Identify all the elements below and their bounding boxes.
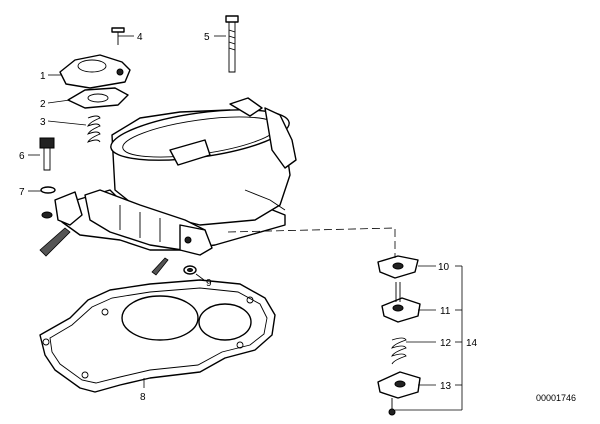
- callout-5: 5: [204, 32, 210, 43]
- leader-lines: [28, 35, 463, 411]
- gasket: [39, 279, 276, 393]
- long-screw: [225, 15, 239, 73]
- callout-4: 4: [137, 32, 143, 43]
- callout-2: 2: [40, 99, 46, 110]
- cover-assembly: [59, 27, 131, 143]
- callout-1: 1: [40, 71, 46, 82]
- carburettor-body: [39, 97, 297, 276]
- washer: [40, 186, 56, 219]
- callout-13: 13: [440, 381, 452, 392]
- callout-11: 11: [440, 306, 451, 317]
- callout-3: 3: [40, 117, 46, 128]
- callout-9: 9: [206, 278, 212, 289]
- connector-line: [227, 227, 396, 258]
- callout-8: 8: [140, 392, 146, 403]
- nut: [183, 265, 197, 275]
- callout-labels: 1 2 3 4 5 6 7 8 9 10 11 12 13 14: [19, 32, 478, 403]
- callout-12: 12: [440, 338, 452, 349]
- accelerator-pump-group: [377, 255, 421, 416]
- callout-14: 14: [466, 338, 478, 349]
- callout-7: 7: [19, 187, 25, 198]
- callout-6: 6: [19, 151, 25, 162]
- callout-10: 10: [438, 262, 450, 273]
- diagram-code: 00001746: [536, 393, 576, 403]
- bolt: [39, 137, 55, 171]
